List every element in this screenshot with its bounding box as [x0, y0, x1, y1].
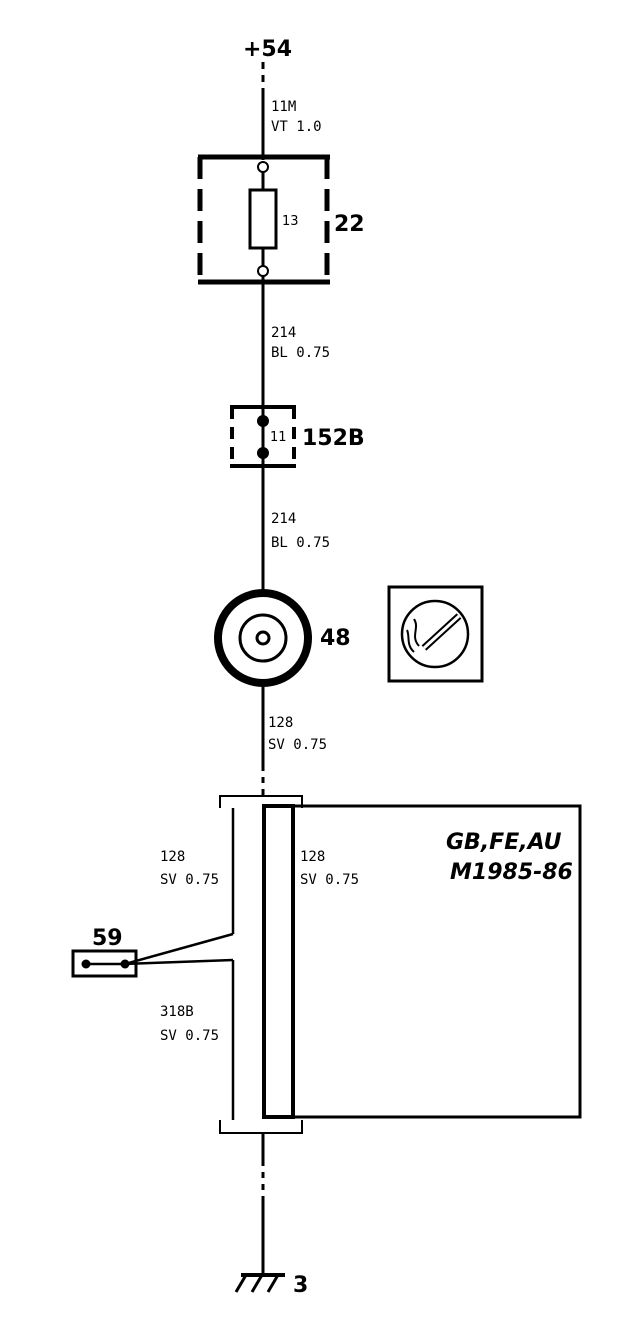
wire-to-splice-lower: [124, 958, 234, 966]
splice-right-upper-spec: SV 0.75: [300, 872, 359, 888]
splice-left-lower-spec: SV 0.75: [160, 1028, 219, 1044]
wire-214-a-spec: BL 0.75: [271, 345, 330, 361]
wire-128-code: 128: [268, 715, 293, 731]
variant-box: [262, 804, 582, 1119]
ground-symbol: [234, 1273, 285, 1293]
splice-left-upper-code: 128: [160, 849, 185, 865]
fuse-terminal-top: [257, 161, 269, 173]
supply-label: +54: [243, 37, 292, 62]
wire-top-spec: VT 1.0: [271, 119, 322, 135]
connector-152b-id: 152B: [302, 426, 365, 451]
variant-line-2: M1985-86: [450, 860, 573, 885]
connector-59-pin-left: [81, 959, 91, 969]
fuse-number: 13: [282, 214, 299, 229]
splice-left-lower-code: 318B: [160, 1004, 194, 1020]
splice-bracket: [219, 795, 303, 1134]
ground-id: 3: [293, 1273, 308, 1298]
lighter-id: 48: [320, 626, 351, 651]
connector-pin-top: [257, 415, 269, 427]
splice-right-upper-code: 128: [300, 849, 325, 865]
connector-pin-bottom: [257, 447, 269, 459]
wire-214-b-code: 214: [271, 511, 296, 527]
wire-top-code: 11M: [271, 99, 296, 115]
connector-152b-pin: 11: [270, 430, 287, 445]
lighter-center: [255, 630, 271, 646]
connector-59-id: 59: [92, 926, 123, 951]
wire-214-a-code: 214: [271, 325, 296, 341]
variant-line-1: GB,FE,AU: [446, 830, 562, 855]
wire-128-spec: SV 0.75: [268, 737, 327, 753]
wire-214-b-spec: BL 0.75: [271, 535, 330, 551]
splice-left-upper-spec: SV 0.75: [160, 872, 219, 888]
fuse-element: [248, 188, 278, 250]
fuse-box-id: 22: [334, 212, 365, 237]
fuse-terminal-bottom: [257, 265, 269, 277]
wire-to-splice-upper: [124, 932, 234, 966]
splice-bus-bar: [262, 804, 295, 1119]
cigarette-lighter-icon: [387, 585, 484, 683]
